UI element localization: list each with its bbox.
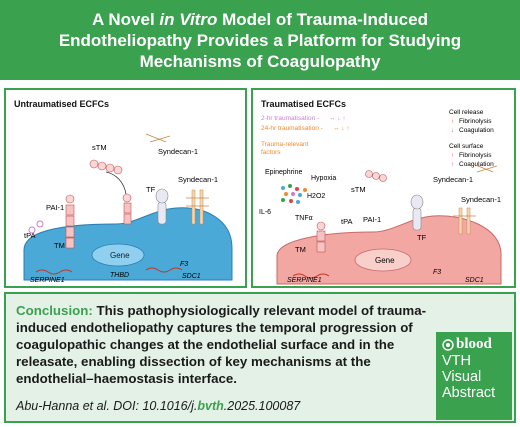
tpa-molecule-2 bbox=[36, 220, 44, 228]
cell-release-label: Cell release bbox=[449, 109, 484, 116]
untraumatised-title: Untraumatised ECFCs bbox=[14, 99, 110, 109]
blood-drop-icon bbox=[442, 338, 454, 351]
tf-label: TF bbox=[417, 233, 427, 242]
title-line-3: Mechanisms of Coagulopathy bbox=[139, 52, 381, 71]
title-text-a: A Novel bbox=[92, 10, 160, 29]
pai1-label: PAI-1 bbox=[363, 215, 381, 224]
syndecan-shed bbox=[145, 133, 171, 143]
cell-surface-label: Cell surface bbox=[449, 143, 484, 150]
traumatised-panel: Traumatised ECFCs 2-hr traumatisation - … bbox=[251, 88, 516, 288]
nucleus bbox=[354, 248, 412, 272]
tpa-label: tPA bbox=[341, 217, 353, 226]
surface-arrows-1: ↑ bbox=[451, 152, 454, 159]
badge-line-visual: Visual bbox=[442, 369, 482, 385]
title-banner: A Novel in Vitro Model of Trauma-Induced… bbox=[0, 0, 520, 80]
title-line-2: Endotheliopathy Provides a Platform for … bbox=[58, 31, 462, 50]
stm-released bbox=[365, 170, 387, 182]
release-arrows-1: ↑ bbox=[451, 118, 454, 125]
legend-24hr-arrows: ↔ ↓ ↑ bbox=[333, 125, 350, 132]
tpa-molecule bbox=[28, 226, 36, 234]
legend-2hr: 2-hr traumatisation - bbox=[261, 115, 319, 122]
serpine1-label: SERPINE1 bbox=[30, 277, 65, 284]
il6-label: IL-6 bbox=[259, 209, 271, 216]
release-coagulation: Coagulation bbox=[459, 127, 494, 134]
gene-label: Gene bbox=[375, 256, 395, 265]
f3-label: F3 bbox=[180, 261, 188, 268]
tm-receptor-2 bbox=[122, 193, 132, 225]
blood-logo-text: blood bbox=[456, 336, 492, 352]
conclusion-text: Conclusion: This pathophysiologically re… bbox=[16, 302, 436, 387]
badge-line-vth: VTH bbox=[442, 353, 471, 369]
release-fibrinolysis: Fibrinolysis bbox=[459, 118, 492, 125]
traumatised-title: Traumatised ECFCs bbox=[261, 99, 347, 109]
conclusion-box: Conclusion: This pathophysiologically re… bbox=[4, 292, 516, 423]
tm-receptor bbox=[65, 194, 75, 249]
tf-label: TF bbox=[146, 185, 156, 194]
tm-receptor bbox=[316, 221, 326, 253]
surface-coagulation: Coagulation bbox=[459, 161, 494, 168]
traumatised-diagram: 2-hr traumatisation - ↔ ↓ ↑ 24-hr trauma… bbox=[259, 109, 502, 285]
f3-label: F3 bbox=[433, 269, 441, 276]
citation-bold: bvth bbox=[197, 399, 224, 413]
vth-visual-abstract-badge: blood VTH Visual Abstract bbox=[436, 332, 512, 420]
stm-label: sTM bbox=[92, 143, 107, 152]
stm-label: sTM bbox=[351, 185, 366, 194]
trauma-factors-line2: factors bbox=[261, 149, 281, 156]
serpine1-label: SERPINE1 bbox=[287, 277, 322, 284]
pai1-label: PAI-1 bbox=[46, 203, 64, 212]
syndecan-side-label: Syndecan-1 bbox=[461, 195, 501, 204]
trauma-factor-dots bbox=[281, 184, 307, 204]
title-line-1: A Novel in Vitro Model of Trauma-Induced bbox=[0, 9, 520, 30]
syndecan-receptor bbox=[186, 189, 209, 225]
citation[interactable]: Abu-Hanna et al. DOI: 10.1016/j.bvth.202… bbox=[16, 399, 300, 413]
mrna-serpine1 bbox=[35, 269, 73, 275]
stm-released bbox=[89, 159, 123, 175]
syndecan-shed bbox=[472, 163, 498, 173]
tpa-label: tPA bbox=[24, 231, 36, 240]
tm-label: TM bbox=[54, 241, 65, 250]
mrna-f3 bbox=[145, 267, 183, 273]
syndecan-top-label: Syndecan-1 bbox=[433, 175, 473, 184]
h2o2-label: H2O2 bbox=[307, 193, 325, 200]
title-text-b: Model of Trauma-Induced bbox=[217, 10, 428, 29]
tf-receptor bbox=[410, 194, 424, 231]
release-arrows-2: ↓ bbox=[451, 127, 454, 134]
cell-body bbox=[23, 207, 233, 281]
untraumatised-diagram: Gene SERPINE1 THBD F3 SDC1 TM PAI-1 tPA bbox=[23, 133, 233, 284]
blood-logo: blood bbox=[442, 336, 506, 353]
untraumatised-panel: Untraumatised ECFCs Gene SERPINE1 THBD F… bbox=[4, 88, 247, 288]
conclusion-heading: Conclusion: bbox=[16, 303, 93, 318]
surface-fibrinolysis: Fibrinolysis bbox=[459, 152, 492, 159]
syndecan-side-label: Syndecan-1 bbox=[178, 175, 218, 184]
epinephrine-label: Epinephrine bbox=[265, 169, 302, 176]
title-text-italic: in Vitro bbox=[159, 10, 218, 29]
citation-prefix: Abu-Hanna et al. DOI: 10.1016/j. bbox=[16, 399, 198, 413]
nucleus bbox=[91, 243, 145, 267]
tf-receptor bbox=[155, 188, 169, 225]
conclusion-body: This pathophysiologically relevant model… bbox=[16, 303, 427, 386]
hypoxia-label: Hypoxia bbox=[311, 175, 336, 182]
tnfa-label: TNFα bbox=[295, 215, 313, 222]
legend-2hr-arrows: ↔ ↓ ↑ bbox=[329, 115, 346, 122]
citation-suffix: .2025.100087 bbox=[223, 399, 301, 413]
gene-label: Gene bbox=[110, 251, 130, 260]
badge-line-abstract: Abstract bbox=[442, 385, 496, 401]
mrna-serpine1 bbox=[292, 273, 330, 279]
sdc1-label: SDC1 bbox=[182, 273, 201, 280]
thbd-label: THBD bbox=[110, 272, 129, 279]
surface-arrows-2: ↑ bbox=[451, 161, 454, 168]
syndecan-receptor bbox=[453, 207, 476, 235]
tm-label: TM bbox=[295, 245, 306, 254]
syndecan-top-label: Syndecan-1 bbox=[158, 147, 198, 156]
stm-arrow bbox=[105, 171, 127, 195]
legend-24hr: 24-hr traumatisation - bbox=[261, 125, 323, 132]
trauma-factors-line1: Trauma-relevant bbox=[261, 141, 309, 148]
sdc1-label: SDC1 bbox=[465, 277, 484, 284]
